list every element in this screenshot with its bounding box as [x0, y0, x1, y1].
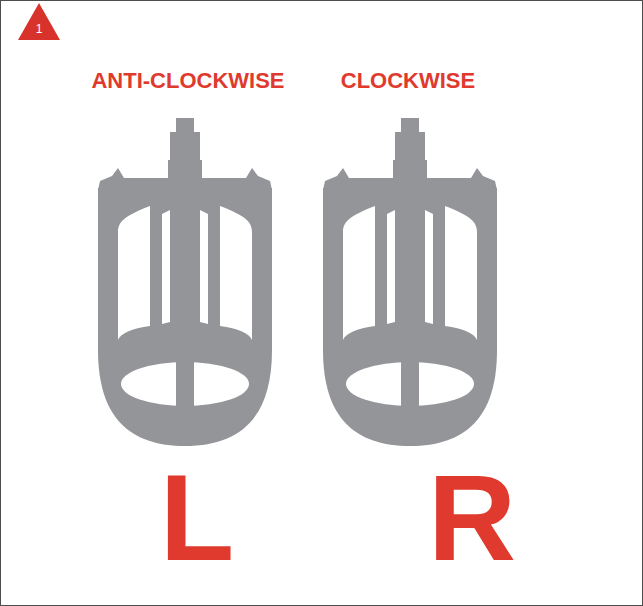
right-pedal	[323, 118, 497, 446]
left-pedal	[98, 118, 272, 446]
direction-label: CLOCKWISE	[341, 70, 475, 92]
side-letter: L	[160, 457, 235, 579]
side-letter: R	[428, 457, 516, 579]
callout-number: 1	[36, 23, 43, 35]
direction-label: ANTI-CLOCKWISE	[91, 70, 284, 92]
step-triangle	[18, 3, 60, 40]
